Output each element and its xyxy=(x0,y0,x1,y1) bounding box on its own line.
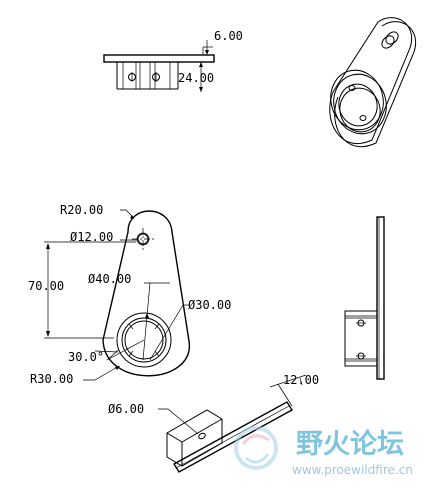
dim-bore-outer: Ø40.00 xyxy=(88,272,131,286)
dim-center-distance: 70.00 xyxy=(28,279,64,293)
top-view: 6.00 24.00 xyxy=(103,29,243,92)
dim-iso-length: 12.00 xyxy=(283,373,319,387)
isometric-view xyxy=(329,17,417,148)
dim-angle: 30.0° xyxy=(68,350,104,364)
iso-bottom-view: Ø6.00 12.00 xyxy=(108,373,319,473)
front-view: 70.00 R20.00 Ø12.00 Ø40.00 Ø30.00 30.0° … xyxy=(28,203,231,386)
watermark-logo xyxy=(234,426,278,470)
dim-top-thickness: 6.00 xyxy=(214,29,243,43)
dim-radius-small: R30.00 xyxy=(30,372,73,386)
dim-hole-iso: Ø6.00 xyxy=(108,402,144,416)
side-view xyxy=(344,216,385,380)
dim-bore-inner: Ø30.00 xyxy=(188,298,231,312)
dim-radius-large: R20.00 xyxy=(60,203,103,217)
watermark: 野火论坛 www.proewildfire.cn xyxy=(234,426,413,477)
watermark-url: www.proewildfire.cn xyxy=(292,463,413,477)
dim-hole-small: Ø12.00 xyxy=(70,230,113,244)
watermark-title: 野火论坛 xyxy=(296,429,404,460)
dim-top-height: 24.00 xyxy=(178,71,214,85)
